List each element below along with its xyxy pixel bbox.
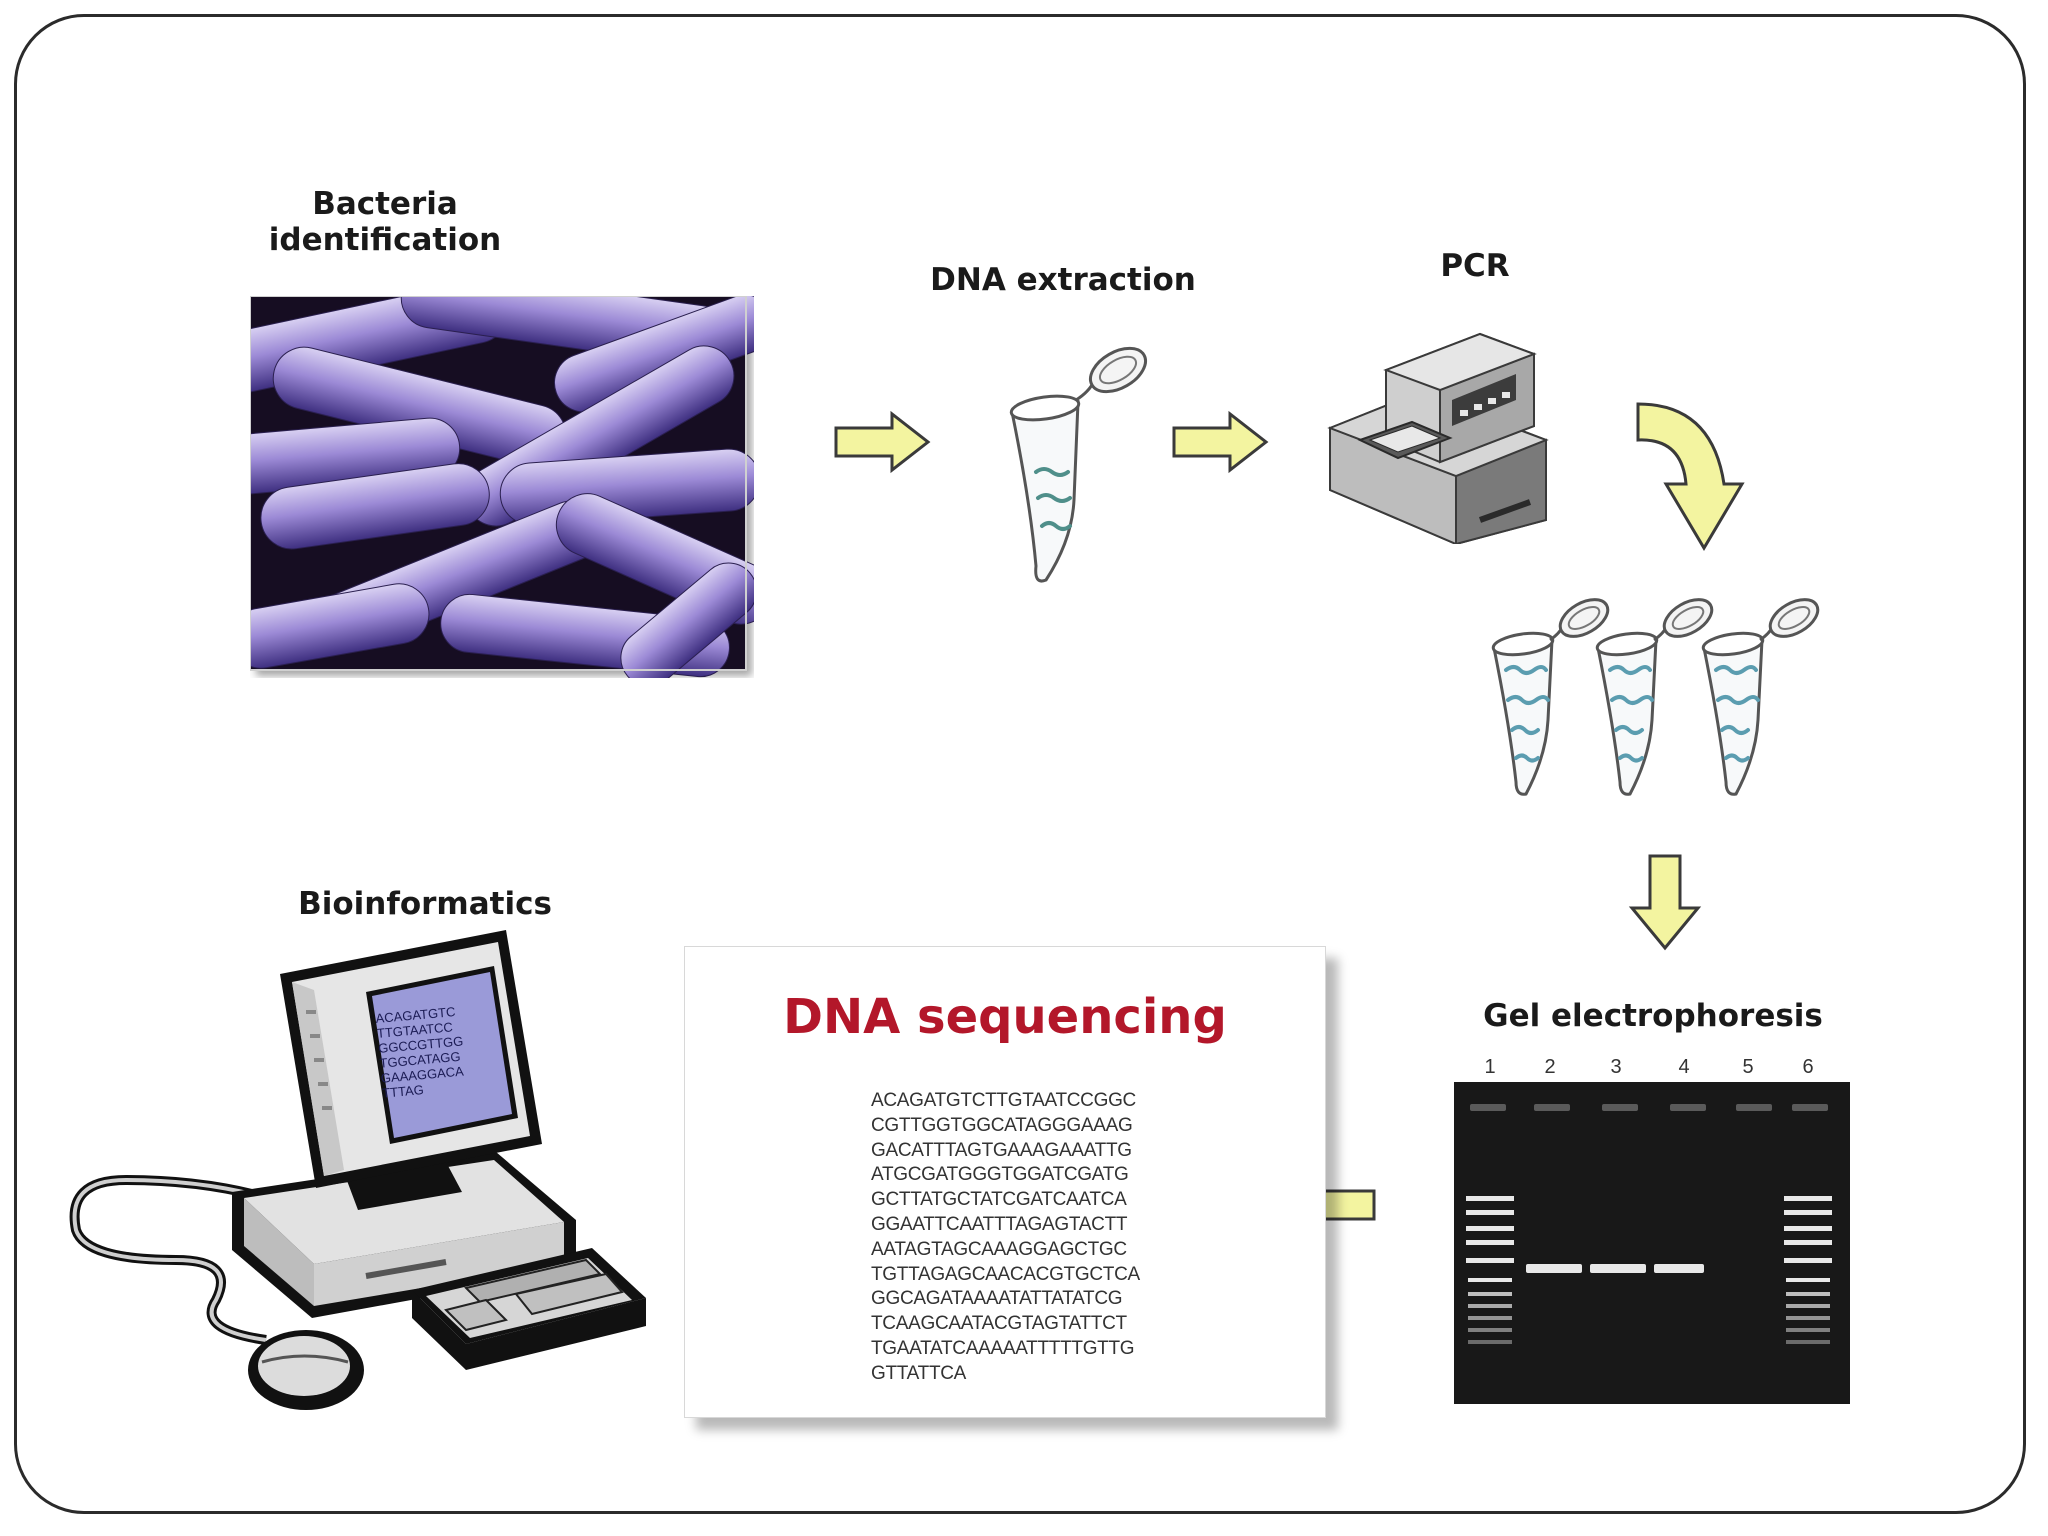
- arrow-curved-down: [1636, 402, 1745, 551]
- sequence-line: GCTTATGCTATCGATCAATCA: [871, 1189, 1127, 1211]
- gel-lane-2: 2: [1544, 1056, 1556, 1078]
- monitor-screen-text: ACAGATGTC TTGTAATCC GGCCGTTGG TGGCATAGG …: [375, 1004, 468, 1101]
- gel-lane-3: 3: [1610, 1056, 1622, 1078]
- sequence-line: TCAAGCAATACGTAGTATTCT: [871, 1313, 1127, 1335]
- label-dna-extraction: DNA extraction: [930, 262, 1196, 298]
- sequence-line: CGTTGGTGGCATAGGGAAAG: [871, 1114, 1133, 1136]
- sequence-line: GTTATTCA: [871, 1362, 967, 1384]
- microtubes-triple-icon: [1489, 596, 1827, 796]
- sequence-line: GGAATTCAATTTAGAGTACTT: [871, 1213, 1128, 1235]
- label-pcr: PCR: [1440, 248, 1510, 284]
- arrow-right-2: [1172, 410, 1269, 474]
- arrow-down: [1628, 854, 1702, 951]
- gel-lane-4: 4: [1678, 1056, 1690, 1078]
- label-bacteria-line1: Bacteria: [312, 186, 458, 222]
- dna-sequence-text: ACAGATGTCTTGTAATCCGGC CGTTGGTGGCATAGGGAA…: [871, 1089, 1140, 1387]
- computer-icon: [69, 930, 646, 1410]
- arrow-right-1: [834, 410, 931, 474]
- gel-lane-6: 6: [1802, 1056, 1814, 1078]
- bacteria-micrograph: [250, 296, 754, 678]
- gel-lane-1: 1: [1484, 1056, 1496, 1078]
- dna-sequencing-title: DNA sequencing: [783, 989, 1227, 1045]
- microtube-icon: [1009, 346, 1147, 583]
- gel-lane-5: 5: [1742, 1056, 1754, 1078]
- sequence-line: TGTTAGAGCAACACGTGCTCA: [871, 1263, 1140, 1285]
- label-bacteria-identification: Bacteria identification: [260, 186, 510, 258]
- label-gel-electrophoresis: Gel electrophoresis: [1483, 998, 1823, 1034]
- pcr-machine-icon: [1327, 332, 1549, 544]
- sequence-line: GGCAGATAAAATATTATATCG: [871, 1288, 1123, 1310]
- sequence-line: TGAATATCAAAAATTTTTGTTG: [871, 1337, 1135, 1359]
- slide-frame: [14, 14, 2026, 1514]
- gel-lane-numbers: 1 2 3 4 5 6: [1452, 1056, 1852, 1082]
- gel-image: [1454, 1082, 1850, 1404]
- dna-sequencing-card: DNA sequencing ACAGATGTCTTGTAATCCGGC CGT…: [684, 946, 1326, 1418]
- sequence-line: ATGCGATGGGTGGATCGATG: [871, 1164, 1129, 1186]
- sequence-line: GACATTTAGTGAAAGAAATTG: [871, 1139, 1132, 1161]
- label-bioinformatics: Bioinformatics: [298, 886, 552, 922]
- sequence-line: AATAGTAGCAAAGGAGCTGC: [871, 1238, 1127, 1260]
- sequence-line: ACAGATGTCTTGTAATCCGGC: [871, 1090, 1136, 1111]
- label-bacteria-line2: identification: [268, 222, 502, 258]
